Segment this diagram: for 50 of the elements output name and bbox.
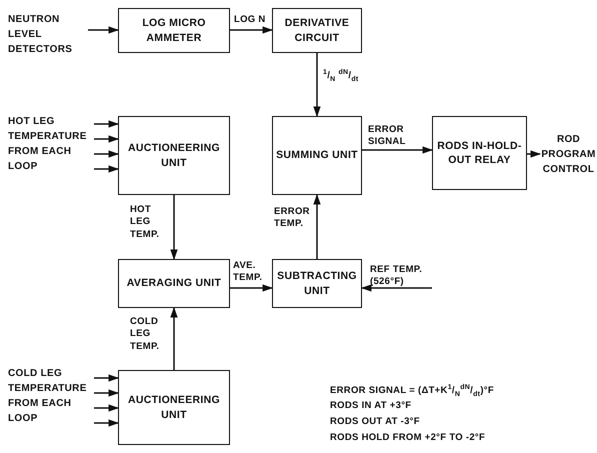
arrow [527, 150, 542, 158]
box-label: LOG MICRO AMMETER [141, 16, 207, 45]
edge-label: $^{1}$/$_{N}$ $^{dN}$/$_{dt}$ [323, 68, 360, 84]
process-box [432, 116, 527, 190]
signal-label: COLD LEG TEMPERATURE FROM EACH LOOP [8, 366, 94, 426]
arrow [88, 26, 120, 34]
edge-label: LOG N [234, 14, 267, 26]
process-box [118, 370, 230, 445]
arrow [313, 194, 321, 259]
note-text: RODS HOLD FROM +2°F TO -2°F [330, 432, 486, 443]
process-box [118, 116, 230, 195]
arrow [230, 284, 274, 292]
edge-label: HOT LEG TEMP. [130, 204, 160, 242]
note-text: RODS IN AT +3°F [330, 400, 412, 411]
box-label: SUMMING UNIT [276, 148, 358, 163]
arrow [94, 389, 120, 397]
process-box [118, 259, 230, 308]
arrow [94, 419, 120, 427]
note-text: RODS OUT AT -3°F [330, 416, 420, 427]
arrow [170, 195, 178, 260]
arrow [94, 120, 120, 128]
process-box [272, 116, 362, 195]
edge-label: ERROR TEMP. [274, 206, 311, 231]
edge-label: COLD LEG TEMP. [130, 316, 160, 354]
arrow [94, 135, 120, 143]
arrow [313, 53, 321, 118]
signal-label: NEUTRON LEVEL DETECTORS [8, 12, 88, 57]
note-text: ERROR SIGNAL = (ΔT+K$^{1}$/$_{N}$$^{dN}$/$_{dt}$)°F [330, 384, 494, 398]
box-label: AVERAGING UNIT [126, 276, 222, 291]
process-box [272, 8, 362, 53]
edge-label: REF TEMP. (526°F) [370, 264, 424, 289]
box-label: RODS IN-HOLD-OUT RELAY [436, 138, 523, 168]
arrow [94, 150, 120, 158]
arrow [230, 26, 274, 34]
box-label: SUBTRACTING UNIT [276, 269, 358, 298]
arrow [94, 404, 120, 412]
arrow [362, 146, 434, 154]
arrow [170, 306, 178, 370]
edge-label: AVE. TEMP. [233, 260, 264, 285]
arrow [94, 165, 120, 173]
arrow [94, 374, 120, 382]
process-box [118, 8, 230, 53]
box-label: AUCTIONEERING UNIT [127, 393, 221, 422]
process-box [272, 259, 362, 308]
edge-label: ERROR SIGNAL [368, 124, 407, 149]
signal-label: ROD PROGRAM CONTROL [540, 132, 597, 177]
signal-label: HOT LEG TEMPERATURE FROM EACH LOOP [8, 114, 94, 174]
box-label: DERIVATIVE CIRCUIT [284, 16, 350, 45]
box-label: AUCTIONEERING UNIT [127, 141, 221, 170]
arrow [360, 284, 432, 292]
